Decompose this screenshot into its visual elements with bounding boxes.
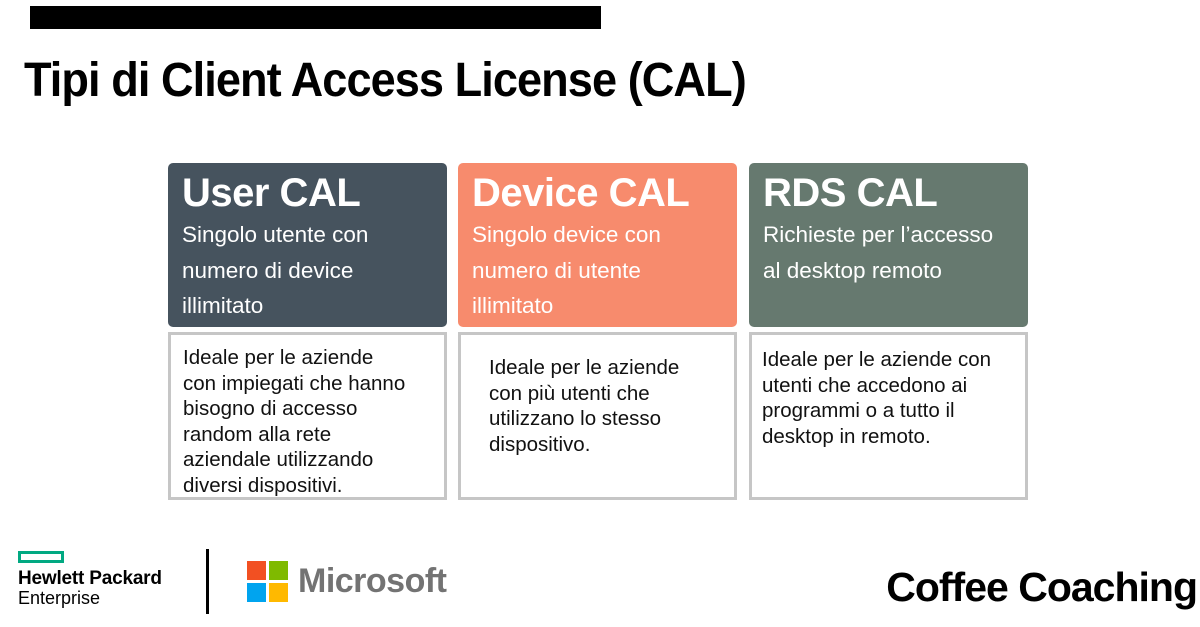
coffee-coaching-wordmark: Coffee Coaching (886, 564, 1198, 610)
card-rds-cal: RDS CAL Richieste per l’accesso al deskt… (749, 163, 1028, 500)
page-title: Tipi di Client Access License (CAL) (24, 54, 747, 107)
card-user-cal: User CAL Singolo utente con numero di de… (168, 163, 447, 500)
card-user-cal-header: User CAL Singolo utente con numero di de… (168, 163, 447, 327)
microsoft-logo: Microsoft (247, 561, 447, 602)
card-rds-cal-title: RDS CAL (763, 171, 938, 215)
microsoft-squares-icon (247, 561, 288, 602)
microsoft-square-green (269, 561, 288, 580)
microsoft-square-red (247, 561, 266, 580)
microsoft-square-blue (247, 583, 266, 602)
hpe-logo-mark-icon (18, 551, 64, 563)
card-device-cal-header: Device CAL Singolo device con numero di … (458, 163, 737, 327)
card-user-cal-subtitle: Singolo utente con numero di device illi… (182, 222, 369, 318)
card-device-cal-description: Ideale per le aziende con più utenti che… (458, 332, 737, 500)
card-device-cal-subtitle: Singolo device con numero di utente illi… (472, 222, 661, 318)
top-accent-bar (30, 6, 601, 29)
microsoft-wordmark: Microsoft (298, 562, 447, 600)
card-rds-cal-header: RDS CAL Richieste per l’accesso al deskt… (749, 163, 1028, 327)
card-device-cal-title: Device CAL (472, 171, 690, 215)
card-rds-cal-subtitle: Richieste per l’accesso al desktop remot… (763, 222, 994, 283)
card-device-cal: Device CAL Singolo device con numero di … (458, 163, 737, 500)
card-rds-cal-description: Ideale per le aziende con utenti che acc… (749, 332, 1028, 500)
card-user-cal-title: User CAL (182, 171, 361, 215)
footer-divider (206, 549, 209, 614)
hpe-wordmark-line1: Hewlett Packard (18, 568, 162, 589)
microsoft-square-yellow (269, 583, 288, 602)
hpe-logo: Hewlett Packard Enterprise (18, 551, 162, 608)
card-user-cal-description: Ideale per le aziende con impiegati che … (168, 332, 447, 500)
hpe-wordmark-line2: Enterprise (18, 588, 101, 608)
